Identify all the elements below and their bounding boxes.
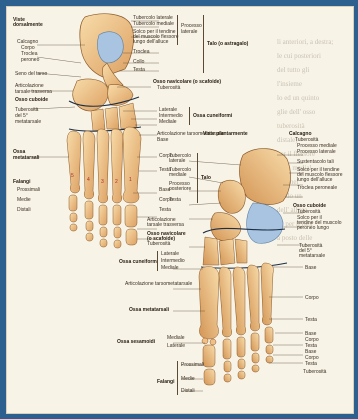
label-ossa-sesamoidi: Ossa sesamoidi xyxy=(117,339,155,345)
label-peroneo: peroneo xyxy=(21,57,39,63)
label-talo-p: Talo xyxy=(201,175,211,181)
label-tuberosita5-p: Tuberosità xyxy=(303,369,326,375)
label-testa: Testa xyxy=(133,67,145,73)
label-testa2-p: Testa xyxy=(305,317,317,323)
label-talo: Talo (o astragalo) xyxy=(207,41,248,47)
brace-talo xyxy=(203,15,204,73)
label-tuberc-lat-p2: laterale xyxy=(169,158,185,164)
brace-cuneiformi xyxy=(189,107,190,125)
label-corpo-p: Corpo xyxy=(305,295,319,301)
label-testa4-p: Testa xyxy=(305,361,317,367)
label-laterale2-p: Laterale xyxy=(167,343,185,349)
label-distali-p: Distali xyxy=(181,388,195,394)
label-ossa-cuneiformi: Ossa cuneiformi xyxy=(193,113,232,119)
label-troclea2: Troclea xyxy=(133,49,150,55)
label-prossimali: Prossimali xyxy=(17,187,40,193)
label-proc-laterale: Processo laterale xyxy=(297,149,336,155)
digit-number-3: 3 xyxy=(101,179,104,185)
digit-number-1: 1 xyxy=(129,177,132,183)
label-ossa-metatarsali-p: Ossa metatarsali xyxy=(129,307,169,313)
label-distali: Distali xyxy=(17,207,31,213)
label-falangi-p: Falangi xyxy=(157,379,175,385)
brace-cuneiformi-p xyxy=(157,251,158,271)
navicular-plantar xyxy=(211,213,241,241)
label-tuberosita2-p: Tuberosità xyxy=(147,241,170,247)
label-testa-p: Testa xyxy=(169,197,181,203)
label-prossimali-p: Prossimali xyxy=(181,362,204,368)
label-osso-cuboide: Osso cuboide xyxy=(15,97,48,103)
label-mediale2-p: Mediale xyxy=(167,335,185,341)
label-tuberc-med-p2: mediale xyxy=(169,172,187,178)
label-posteriore: laterale xyxy=(181,29,197,35)
brace-processo xyxy=(177,15,178,45)
label-base: Base xyxy=(157,137,168,143)
label-solco-peroneo-3: peroneo lungo xyxy=(297,225,329,231)
label-solco-3: lungo dell'alluce xyxy=(133,39,168,45)
title-dorsal-2: dorsalmente xyxy=(13,22,43,28)
cuboid-plantar xyxy=(247,203,283,243)
label-mediale-p: Mediale xyxy=(161,265,179,271)
label-solco-p3: lungo dell'alluce xyxy=(297,177,332,183)
plantar-foot xyxy=(173,149,303,391)
label-intermedio-p: Intermedio xyxy=(161,258,185,264)
label-metatarsale-p: metatarsale xyxy=(299,253,325,259)
label-tuberosita2: Tuberosità xyxy=(157,85,180,91)
label-seno-tarso: Seno del tarso xyxy=(15,71,47,77)
label-troclea-peroneale: Troclea peroneale xyxy=(297,185,337,191)
label-artic-tarsale-p2: tarsale trasversa xyxy=(147,222,184,228)
anatomy-page: li anteriori, a destra;le cui posteriori… xyxy=(6,6,354,414)
title-plantar: Viste plantarmente xyxy=(203,131,248,137)
label-base-p: Base xyxy=(305,265,316,271)
label-testa3: Testa xyxy=(159,207,171,213)
label-medie-p: Medie xyxy=(181,376,195,382)
label-metatarsale: metatarsale xyxy=(15,119,41,125)
label-metatarsali: metatarsali xyxy=(13,155,39,161)
label-artic-tarsometatarsale-p: Articolazione tarsometatarsale xyxy=(125,281,192,287)
label-mediale: Mediale xyxy=(159,119,177,125)
label-medie: Medie xyxy=(17,197,31,203)
label-ossa-cuneiformi-p: Ossa cuneiformi xyxy=(119,259,158,265)
label-sustentacolo: Sustentacolo tali xyxy=(297,159,334,165)
calcaneus-plantar xyxy=(240,149,291,205)
label-falangi: Falangi xyxy=(13,179,31,185)
digit-number-2: 2 xyxy=(115,179,118,185)
label-tarsale-trasversa: tarsale trasversa xyxy=(15,89,52,95)
label-posteriore-p: posteriore xyxy=(169,186,191,192)
label-collo: Collo xyxy=(133,59,144,65)
label-tuberc-mediale: Tubercolo mediale xyxy=(133,21,174,27)
digit-number-5: 5 xyxy=(71,173,74,179)
digit-number-4: 4 xyxy=(87,177,90,183)
brace-falangi-p xyxy=(177,361,178,395)
talus-head-plantar xyxy=(218,180,245,213)
label-laterale-p: Laterale xyxy=(161,251,179,257)
brace-talo-p xyxy=(197,153,198,203)
